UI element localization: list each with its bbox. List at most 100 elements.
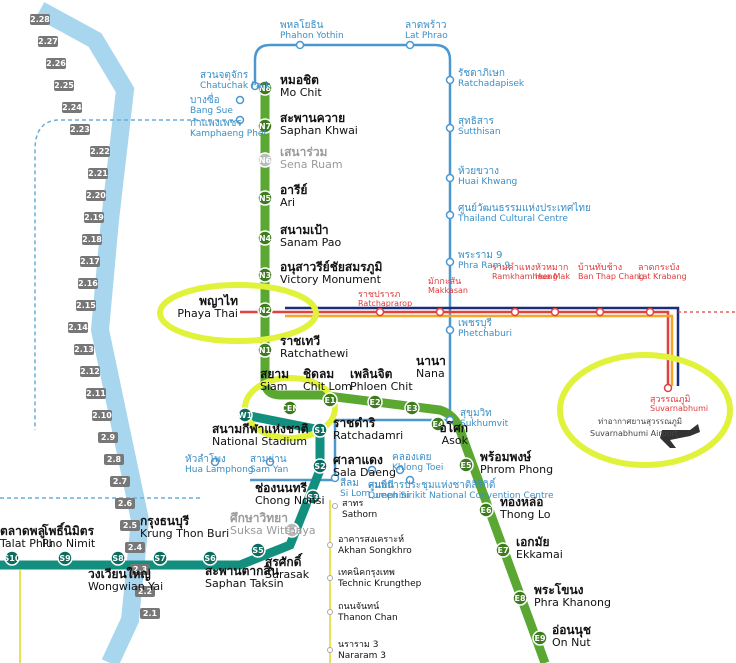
- station-marker-e3[interactable]: [404, 400, 420, 416]
- mrt-station-name-en: Sam Yan: [250, 465, 288, 475]
- expressway-exit-label: 2.21: [88, 169, 108, 178]
- airport-link-station-name-th: ราชปรารภ: [358, 290, 400, 300]
- station-marker-e4[interactable]: [430, 416, 446, 432]
- airport-link-station-marker[interactable]: [510, 307, 520, 317]
- mrt-station-marker[interactable]: [445, 210, 455, 220]
- mrt-station-name-th: สีลม: [340, 477, 359, 489]
- mrt-station-name-th: สามย่าน: [250, 454, 287, 465]
- mrt-station-marker[interactable]: [395, 465, 405, 475]
- expressway-exit-label: 2.1: [143, 609, 158, 618]
- mrt-station-marker[interactable]: [445, 173, 455, 183]
- station-marker-e6[interactable]: [478, 502, 494, 518]
- mrt-station-marker[interactable]: [367, 465, 377, 475]
- airport-link-station-marker[interactable]: [663, 383, 673, 393]
- other-line-station-marker[interactable]: [327, 575, 333, 581]
- mrt-station-marker[interactable]: [295, 40, 305, 50]
- station-name-en-n7: Saphan Khwai: [280, 124, 358, 137]
- station-marker-n7[interactable]: [257, 118, 273, 134]
- expressway-exit-badge: [80, 366, 100, 377]
- station-marker-s6[interactable]: [202, 550, 218, 566]
- station-marker-s9[interactable]: [57, 550, 73, 566]
- station-name-th-n2: พญาไท: [199, 293, 238, 308]
- station-name-th-cen: สยาม: [260, 367, 289, 381]
- station-marker-s8[interactable]: [110, 550, 126, 566]
- mrt-station-marker[interactable]: [445, 123, 455, 133]
- station-marker-e2[interactable]: [367, 394, 383, 410]
- station-name-en-s2: Sala Daeng: [333, 466, 396, 479]
- mrt-station-marker[interactable]: [445, 257, 455, 267]
- expressway-exit-badge: [38, 36, 58, 47]
- station-marker-s5[interactable]: [250, 542, 266, 558]
- other-line-station-marker[interactable]: [327, 609, 333, 615]
- station-marker-e9[interactable]: [532, 630, 548, 646]
- airport-link-station-marker[interactable]: [550, 307, 560, 317]
- station-marker-n4[interactable]: [257, 230, 273, 246]
- mrt-station-marker[interactable]: [265, 457, 275, 467]
- airport-link-station-name-th: ลาดกระบัง: [638, 263, 680, 273]
- station-marker-n1[interactable]: [257, 342, 273, 358]
- airport-link-station-name-en: Suvarnabhumi: [650, 404, 708, 413]
- mrt-station-name-th: สุขุมวิท: [460, 408, 492, 419]
- other-line-station-marker[interactable]: [327, 542, 333, 548]
- expressway-exit-badge: [84, 212, 104, 223]
- mrt-station-marker[interactable]: [330, 473, 340, 483]
- station-marker-n6[interactable]: [257, 152, 273, 168]
- station-name-th-n7: สะพานควาย: [280, 111, 345, 125]
- station-marker-cen[interactable]: [282, 400, 298, 416]
- station-marker-n5[interactable]: [257, 190, 273, 206]
- expressway-exit-badge: [74, 344, 94, 355]
- station-marker-s7[interactable]: [152, 550, 168, 566]
- expressway-exit-badge: [62, 102, 82, 113]
- airport-link-station-marker[interactable]: [645, 307, 655, 317]
- station-marker-s3[interactable]: [305, 489, 321, 505]
- station-marker-s2[interactable]: [312, 458, 328, 474]
- mrt-station-marker[interactable]: [445, 415, 455, 425]
- mrt-station-marker[interactable]: [235, 115, 245, 125]
- airport-link-station-marker[interactable]: [595, 307, 605, 317]
- mrt-station-marker[interactable]: [405, 40, 415, 50]
- mrt-station-name-th: กำแพงเพชร: [190, 118, 242, 129]
- expressway-exit-badge: [82, 234, 102, 245]
- airport-label-th: ท่าอากาศยานสุวรรณภูมิ: [598, 417, 682, 427]
- station-marker-e7[interactable]: [495, 542, 511, 558]
- mrt-station-marker[interactable]: [250, 81, 260, 91]
- station-name-th-e7: เอกมัย: [516, 535, 550, 549]
- station-name-en-s1: Ratchadamri: [333, 429, 403, 442]
- station-name-th-s9: โพธิ์นิมิตร: [41, 522, 95, 538]
- station-code-s8: S8: [112, 554, 124, 563]
- station-marker-e5[interactable]: [458, 457, 474, 473]
- expressway-exit-label: 2.20: [86, 191, 106, 200]
- other-line-station-marker[interactable]: [327, 647, 333, 653]
- station-code-e8: E8: [514, 594, 525, 603]
- station-marker-w1[interactable]: [237, 407, 253, 423]
- station-marker-s1[interactable]: [312, 422, 328, 438]
- station-marker-e1[interactable]: [322, 392, 338, 408]
- station-marker-n3[interactable]: [257, 267, 273, 283]
- station-marker-e8[interactable]: [512, 590, 528, 606]
- airport-link-station-name-en: Ratchaprarop: [358, 299, 412, 308]
- expressway-exit-label: 2.16: [78, 279, 98, 288]
- airport-link-station-marker[interactable]: [375, 307, 385, 317]
- station-code-e1: E1: [324, 396, 335, 405]
- airport-link-station-marker[interactable]: [435, 307, 445, 317]
- mrt-station-name-th: ห้วยขวาง: [458, 165, 499, 177]
- other-line-station-name-th: นราราม 3: [338, 640, 378, 650]
- station-marker-n2[interactable]: [257, 302, 273, 318]
- station-name-th-n4: สนามเป้า: [280, 223, 329, 237]
- station-name-th-n3: อนุสาวรีย์ชัยสมรภูมิ: [280, 260, 382, 275]
- mrt-station-marker[interactable]: [405, 475, 415, 485]
- station-marker-s10[interactable]: [4, 550, 20, 566]
- mrt-station-name-th: พหลโยธิน: [280, 18, 324, 31]
- mrt-station-marker[interactable]: [235, 95, 245, 105]
- expressway-exit-badge: [115, 498, 135, 509]
- mrt-station-marker[interactable]: [445, 325, 455, 335]
- mrt-station-name-th: ศูนย์วัฒนธรรมแห่งประเทศไทย: [458, 202, 591, 214]
- mrt-station-marker[interactable]: [445, 75, 455, 85]
- mrt-station-marker[interactable]: [210, 457, 220, 467]
- mrt-station-name-th: สวนจตุจักร: [200, 70, 249, 81]
- airplane-icon: [660, 424, 700, 448]
- other-line-station-marker[interactable]: [332, 503, 338, 509]
- station-code-e4: E4: [432, 420, 443, 429]
- station-marker-s4[interactable]: [284, 522, 300, 538]
